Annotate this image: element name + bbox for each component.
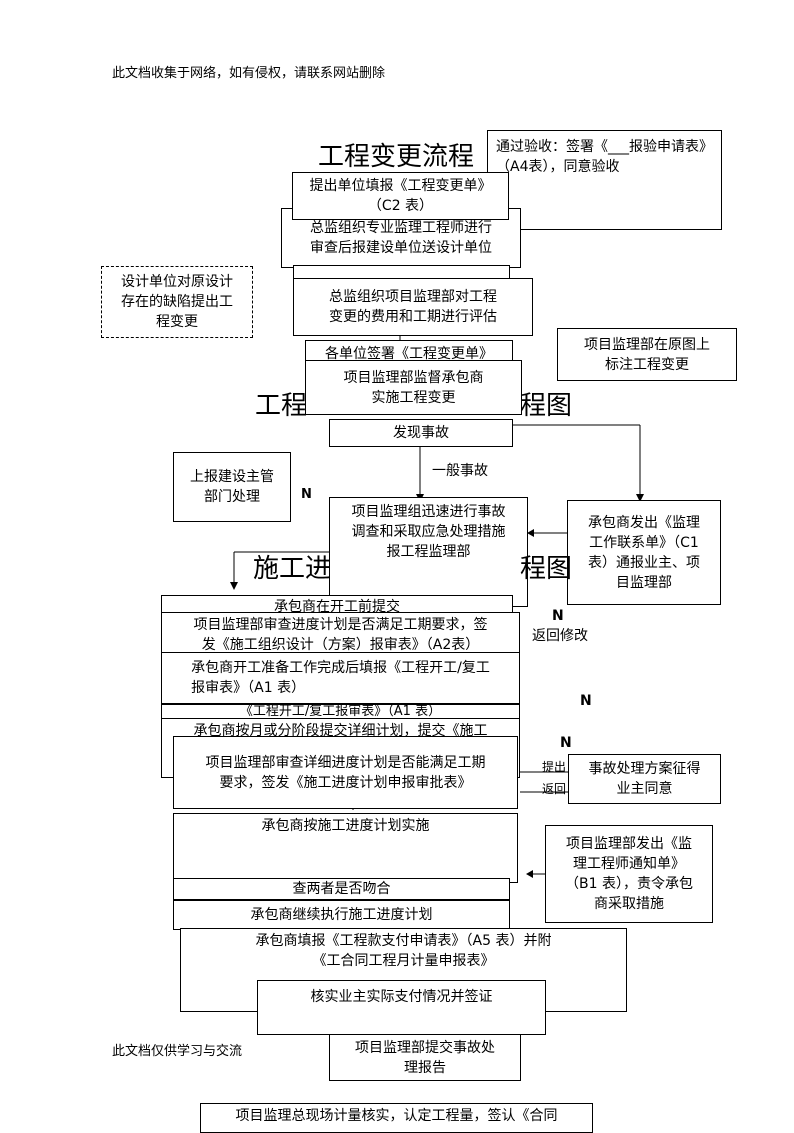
review-plan-box: 项目监理部审查进度计划是否满足工期要求，签 发《施工组织设计（方案）报审表》（A… [161,612,520,657]
change-flow-title: 工程变更流程 [318,142,475,172]
submit-change-form-box: 提出单位填报《工程变更单》 （C2 表） [292,172,509,220]
footer-note: 此文档仅供学习与交流 [112,1044,243,1059]
arrow-head [230,582,238,590]
arrow-head [526,870,533,878]
payment-request-box: 承包商填报《工程款支付申请表》（A5 表）并附 《工合同工程月计量申报表》 [180,928,627,1012]
verify-payment-box: 核实业主实际支付情况并签证 [257,980,546,1035]
schedule-flow-title-right: 程图 [520,554,573,584]
general-accident-label: 一般事故 [432,463,488,479]
n-label-4: N [560,735,572,751]
arrow-head [636,494,644,502]
cost-eval-box: 总监组织项目监理部对工程 变更的费用和工期进行评估 [293,278,533,336]
start-form-box: 《工程开工/复工报审表》（A1 表） [161,704,520,720]
start-prep-box: 承包商开工准备工作完成后填报《工程开工/复工 报审表》（A1 表） [161,652,520,704]
continue-box: 承包商继续执行施工进度计划 [173,900,510,930]
review-detail-box: 项目监理部审查详细进度计划是否能满足工期 要求，签发《施工进度计划申报审批表》 [173,736,518,809]
find-accident-box: 发现事故 [329,419,513,447]
n-label-2: N [552,608,564,624]
supervise-impl-box: 项目监理部监督承包商 实施工程变更 [305,360,522,415]
accident-flow-title-right: 程图 [520,391,573,421]
accident-plan-box: 事故处理方案征得 业主同意 [568,754,721,804]
design-defect-box: 设计单位对原设计 存在的缺陷提出工 程变更 [101,266,253,338]
check-match-box: 查两者是否吻合 [173,878,510,900]
return-modify-label: 返回修改 [532,628,588,644]
acceptance-box: 通过验收：签署《___报验申请表》（A4表），同意验收 [487,130,722,230]
schedule-flow-title-left: 施工进 [253,554,332,584]
n-label-1: N [301,487,312,502]
arrow-head [527,529,534,537]
return-label: 返回 [542,782,567,796]
n-label-3: N [580,693,592,709]
contractor-notice-box: 承包商发出《监理 工作联系单》（C1 表）通报业主、项 目监理部 [567,500,721,605]
supervisor-notice-box: 项目监理部发出《监 理工程师通知单》 （B1 表），责令承包 商采取措施 [545,825,713,923]
implement-box: 承包商按施工进度计划实施 [173,813,518,883]
accident-flow-title-left: 工程 [255,391,308,421]
report-dept-box: 上报建设主管 部门处理 [173,452,291,522]
measure-box: 项目监理总现场计量核实，认定工程量，签认《合同 [200,1103,593,1133]
emergency-box: 项目监理组迅速进行事故 调查和采取应急处理措施 报工程监理部 [329,497,528,607]
mark-change-box: 项目监理部在原图上 标注工程变更 [557,328,737,381]
header-note: 此文档收集于网络，如有侵权，请联系网站删除 [112,66,386,81]
submit-label: 提出 [542,760,567,774]
